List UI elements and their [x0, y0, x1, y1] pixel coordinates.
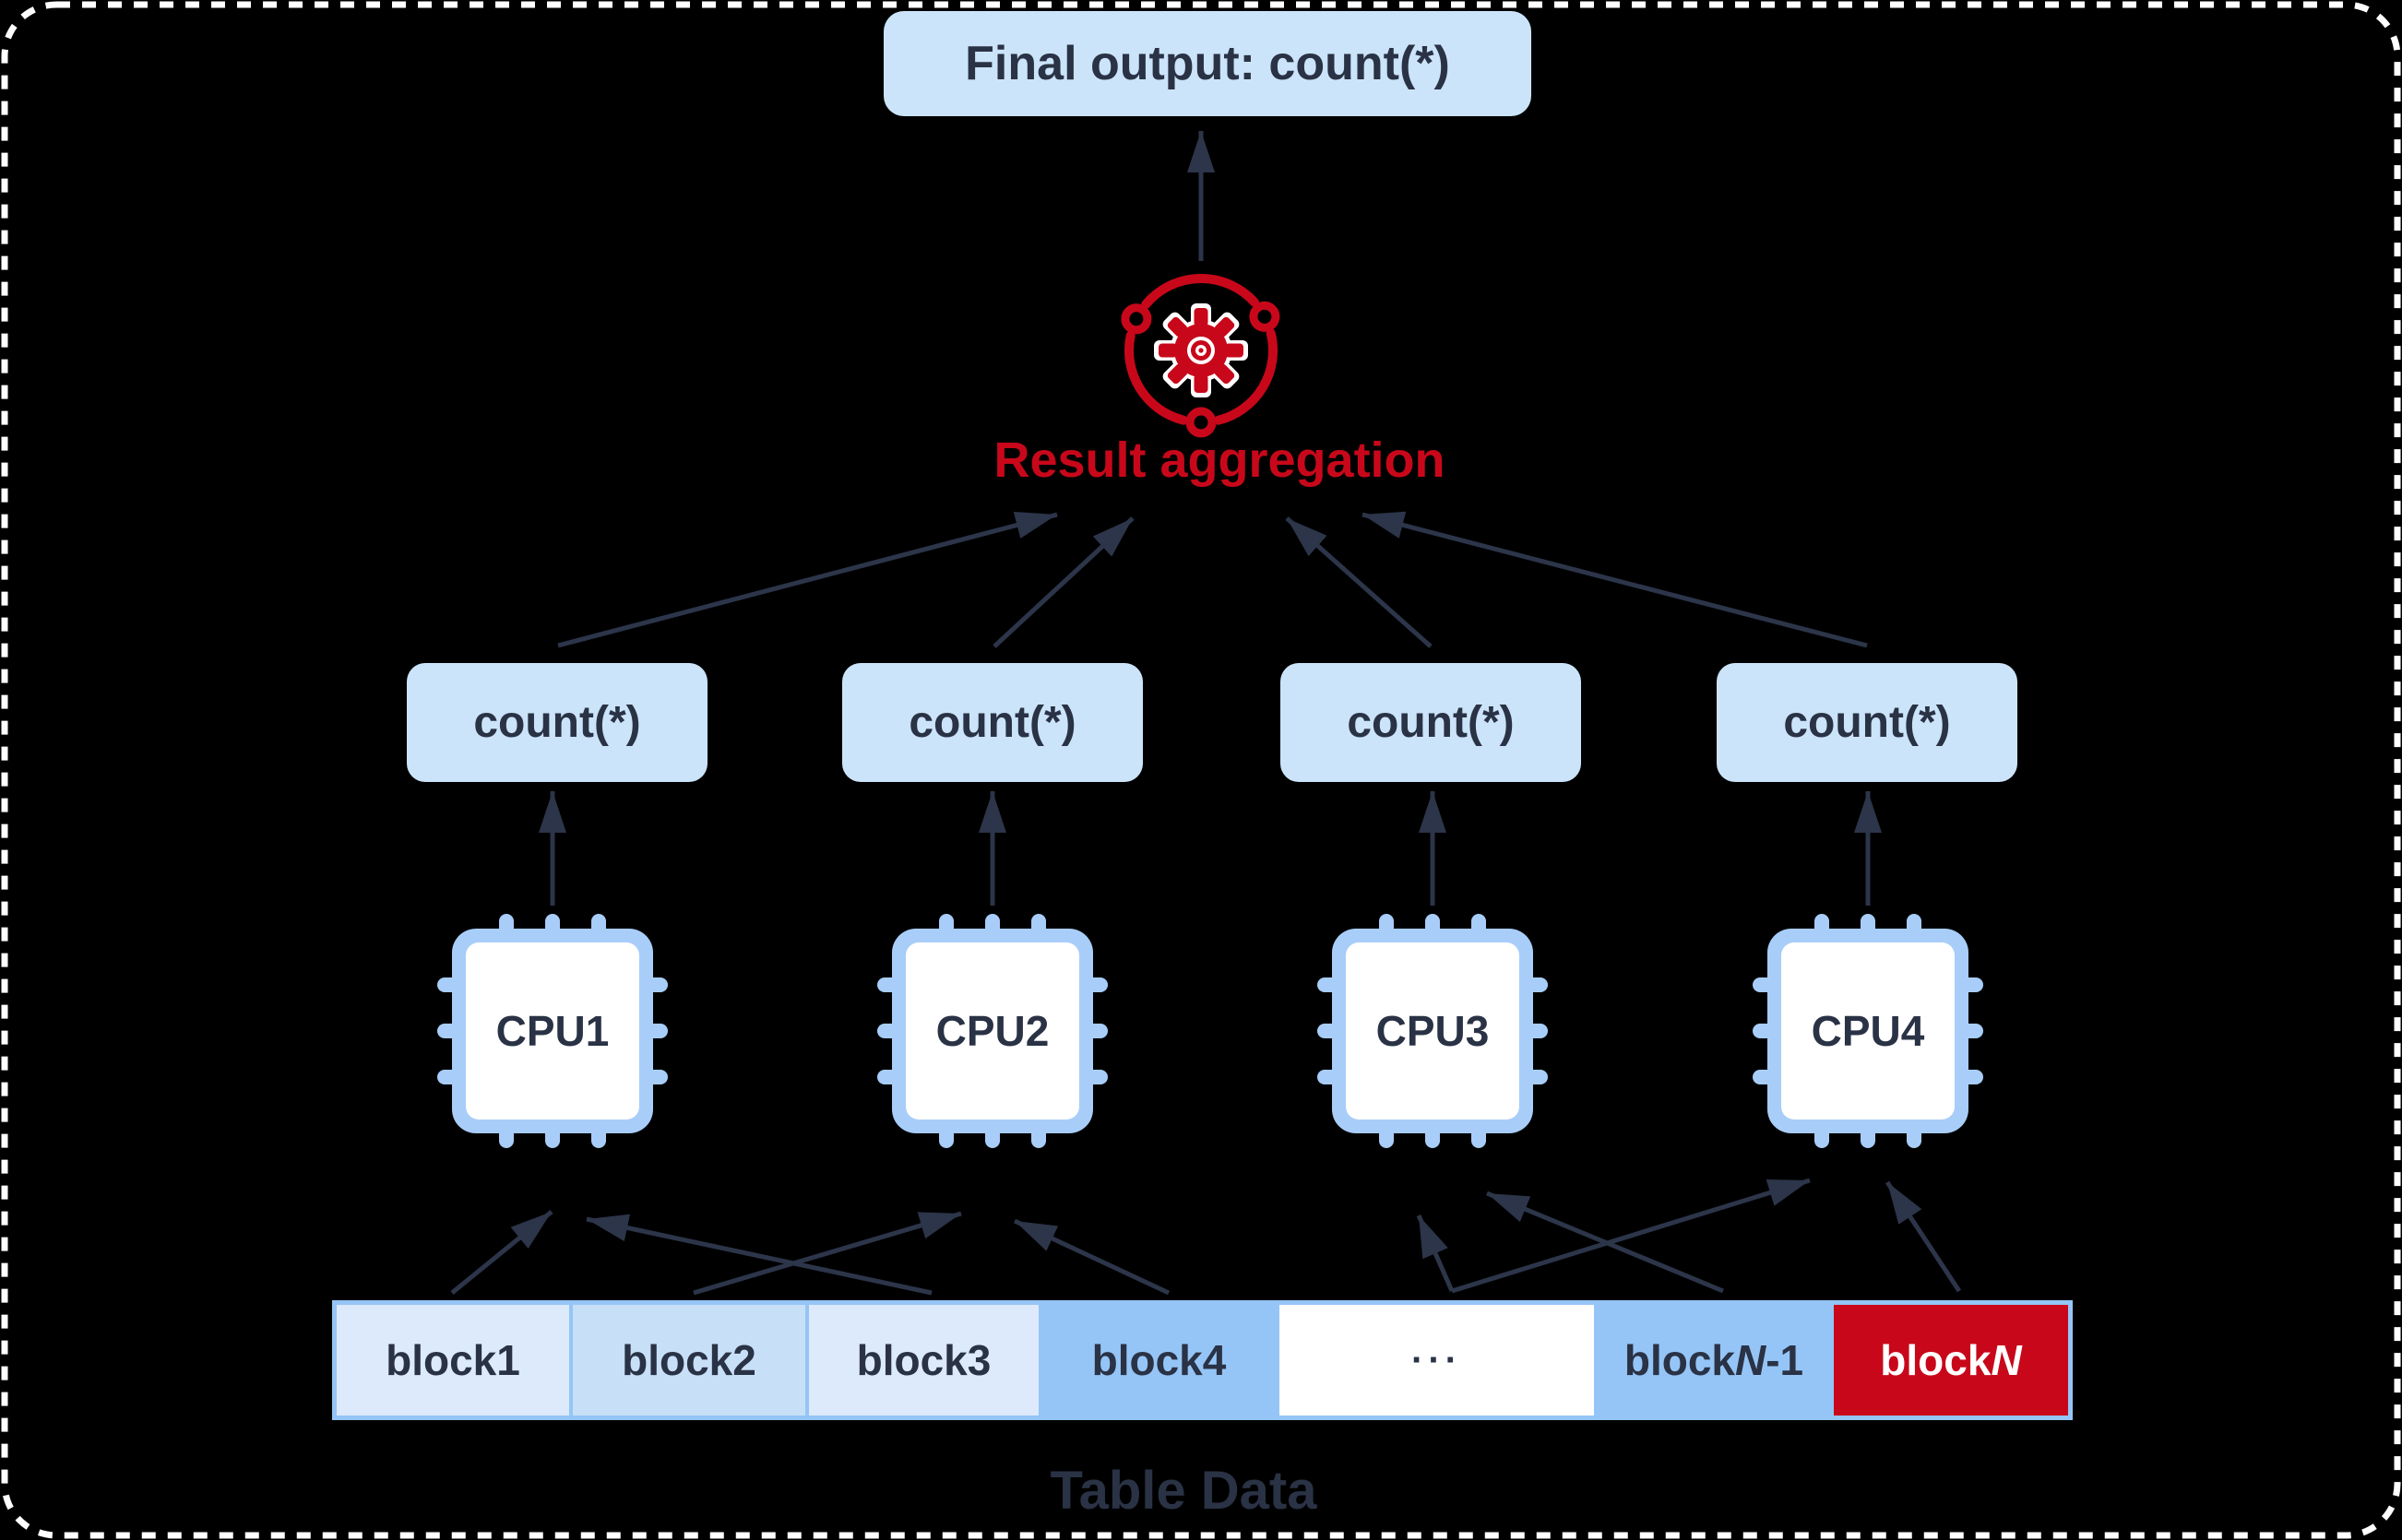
- arrow-blockn1-to-cpu3: [1486, 1191, 1724, 1294]
- final-output-label: Final output: count(*): [965, 37, 1450, 90]
- gear-orbit-icon: [1121, 274, 1280, 438]
- arrow-count1-to-aggregation: [557, 511, 1058, 648]
- result-aggregation-icon: [1090, 240, 1312, 461]
- block4-label: block4: [1091, 1336, 1227, 1384]
- count-box-2: count(*): [842, 663, 1143, 782]
- blockn-cell: blockN: [1834, 1305, 2068, 1416]
- cpu3-chip: CPU3: [1317, 914, 1548, 1148]
- arrow-block3-to-cpu1: [586, 1214, 933, 1296]
- table-blocks-row: block1 block2 block3 block4 ··· blockN-1…: [332, 1300, 2073, 1420]
- arrow-blockn-to-cpu4: [1885, 1180, 1962, 1293]
- blockn-1-prefix: block: [1623, 1336, 1735, 1384]
- arrow-blocks-to-cpu4: [1451, 1178, 1811, 1294]
- arrow-block2-to-cpu2: [693, 1211, 962, 1296]
- cpu4-chip: CPU4: [1753, 914, 1983, 1148]
- cpu1-label: CPU1: [466, 942, 639, 1119]
- cpu2-chip: CPU2: [877, 914, 1108, 1148]
- arrow-count3-to-aggregation: [1285, 516, 1433, 648]
- result-aggregation-label: Result aggregation: [993, 432, 1445, 488]
- block1-cell: block1: [337, 1305, 569, 1416]
- cpu2-label: CPU2: [906, 942, 1079, 1119]
- blockn-1-label: blockN-1: [1624, 1335, 1803, 1385]
- block2-cell: block2: [573, 1305, 805, 1416]
- count-label-1: count(*): [473, 698, 641, 747]
- cpu4-label: CPU4: [1781, 942, 1955, 1119]
- block1-label: block1: [386, 1336, 520, 1384]
- arrow-count2-to-aggregation: [993, 516, 1135, 648]
- count-label-4: count(*): [1783, 698, 1951, 747]
- count-label-3: count(*): [1347, 698, 1515, 747]
- ellipsis-cell: ···: [1279, 1305, 1594, 1416]
- arrow-block4-to-cpu2: [1013, 1218, 1171, 1296]
- count-box-3: count(*): [1280, 663, 1581, 782]
- blockn-1-cell: blockN-1: [1598, 1305, 1830, 1416]
- blockn-n: N: [1991, 1336, 2022, 1384]
- arrow-block1-to-cpu1: [450, 1210, 553, 1295]
- blockn-label: blockN: [1880, 1335, 2021, 1385]
- final-output-box: Final output: count(*): [884, 11, 1531, 116]
- block4-cell: block4: [1042, 1305, 1276, 1416]
- blockn-1-n: N: [1735, 1336, 1766, 1384]
- block2-label: block2: [622, 1336, 756, 1384]
- count-box-1: count(*): [407, 663, 708, 782]
- block3-cell: block3: [809, 1305, 1039, 1416]
- cpu1-chip: CPU1: [437, 914, 668, 1148]
- count-label-2: count(*): [909, 698, 1076, 747]
- blockn-1-suffix: -1: [1766, 1336, 1804, 1384]
- cpu3-label: CPU3: [1346, 942, 1519, 1119]
- block3-label: block3: [856, 1336, 992, 1384]
- blockn-prefix: block: [1880, 1336, 1992, 1384]
- arrow-count4-to-aggregation: [1362, 511, 1868, 648]
- arrow-blocks-to-cpu3: [1416, 1214, 1455, 1293]
- table-data-caption: Table Data: [1050, 1461, 1317, 1521]
- count-box-4: count(*): [1717, 663, 2017, 782]
- ellipsis-label: ···: [1411, 1339, 1462, 1380]
